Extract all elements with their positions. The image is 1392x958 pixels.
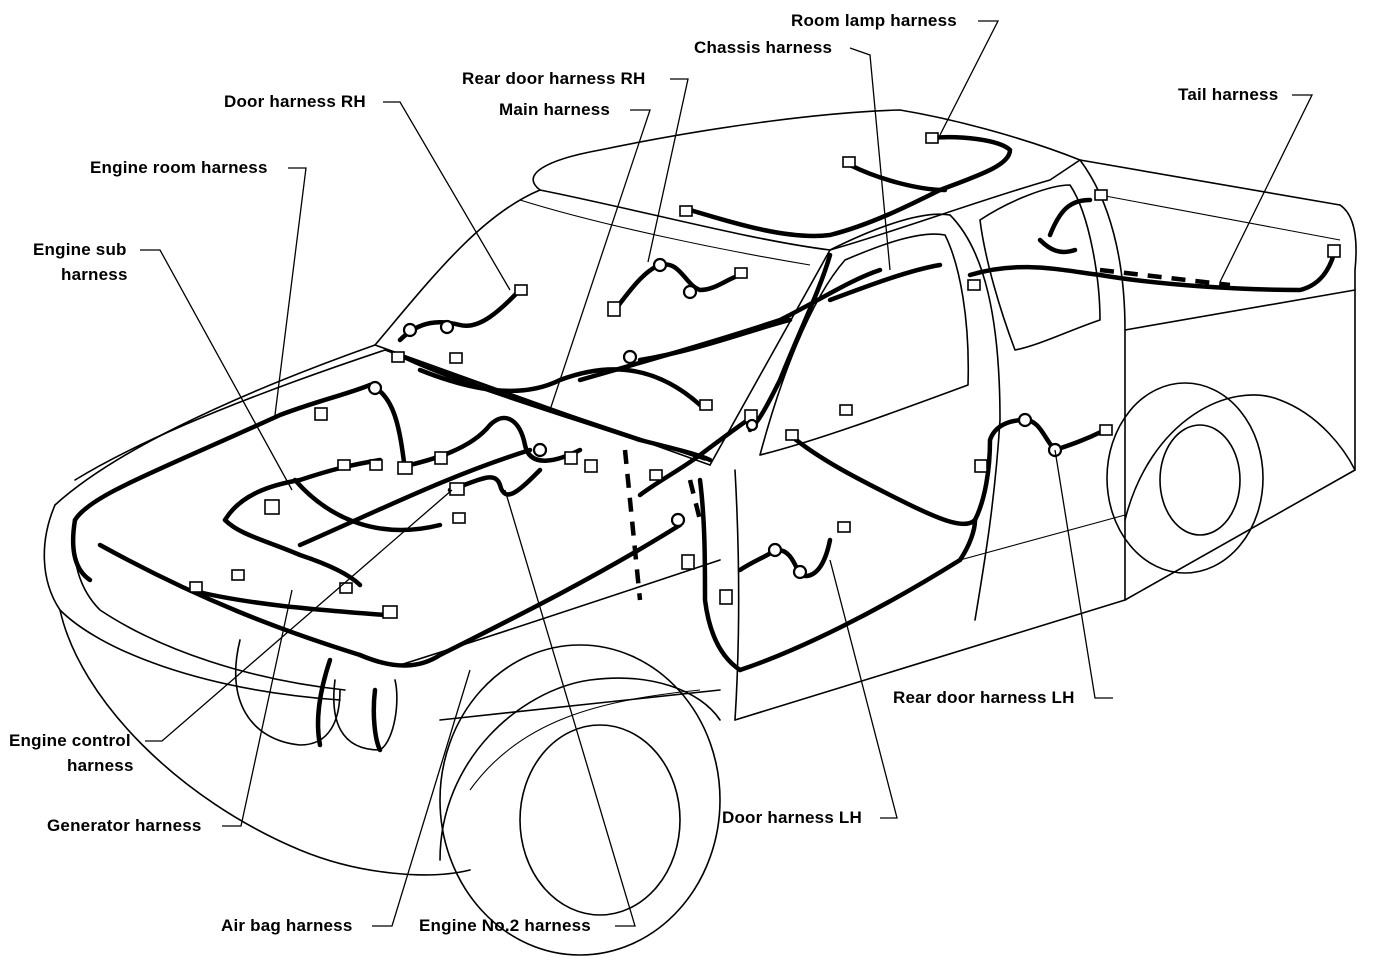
label-door-harness-rh: Door harness RH bbox=[224, 92, 366, 111]
truck-body-outline bbox=[43, 109, 1357, 956]
label-engine-room-harness: Engine room harness bbox=[90, 158, 268, 177]
label-rear-door-harness-lh: Rear door harness LH bbox=[893, 688, 1075, 707]
connectors bbox=[189, 132, 1341, 619]
label-room-lamp-harness: Room lamp harness bbox=[791, 11, 957, 30]
label-engine-control-line2: harness bbox=[67, 756, 134, 775]
harness-wires bbox=[70, 134, 1338, 753]
label-engine-sub-line2: harness bbox=[61, 265, 128, 284]
label-engine-sub-line1: Engine sub bbox=[33, 240, 127, 259]
label-air-bag-harness: Air bag harness bbox=[221, 916, 353, 935]
label-engine-no2-harness: Engine No.2 harness bbox=[419, 916, 591, 935]
label-rear-door-harness-rh: Rear door harness RH bbox=[462, 69, 646, 88]
label-door-harness-lh: Door harness LH bbox=[722, 808, 862, 827]
label-tail-harness: Tail harness bbox=[1178, 85, 1279, 104]
grommets bbox=[367, 257, 1063, 580]
label-generator-harness: Generator harness bbox=[47, 816, 202, 835]
label-main-harness: Main harness bbox=[499, 100, 611, 119]
label-engine-control-line1: Engine control bbox=[9, 731, 131, 750]
label-chassis-harness: Chassis harness bbox=[694, 38, 833, 57]
leader-lines bbox=[140, 20, 1314, 927]
